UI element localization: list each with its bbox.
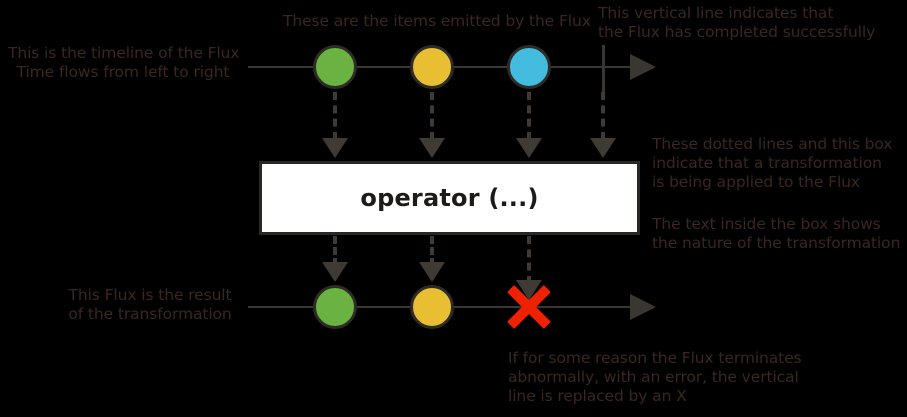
dotted-arrow-in-2-icon	[419, 138, 445, 158]
note-result-timeline: This Flux is the result of the transform…	[68, 286, 232, 323]
note-transformation: These dotted lines and this box indicate…	[652, 135, 893, 191]
dotted-arrow-out-2-icon	[419, 262, 445, 282]
note-box-text: The text inside the box shows the nature…	[652, 215, 901, 252]
error-x-icon	[506, 284, 552, 330]
dotted-arrow-in-1-icon	[322, 138, 348, 158]
dotted-line-out-2	[430, 236, 434, 266]
source-marble-blue[interactable]	[507, 45, 551, 89]
source-marble-green[interactable]	[313, 45, 357, 89]
note-completion: This vertical line indicates that the Fl…	[598, 4, 876, 41]
note-source-timeline: This is the timeline of the Flux Time fl…	[8, 44, 240, 81]
result-marble-green[interactable]	[313, 285, 357, 329]
result-marble-yellow[interactable]	[410, 285, 454, 329]
note-error: If for some reason the Flux terminates a…	[508, 349, 802, 405]
completion-line	[602, 45, 605, 92]
note-items-emitted: These are the items emitted by the Flux	[283, 12, 591, 30]
dotted-arrow-in-4-icon	[590, 138, 616, 158]
dotted-line-in-1	[333, 92, 337, 140]
dotted-line-out-3	[527, 236, 531, 284]
dotted-line-out-1	[333, 236, 337, 266]
dotted-line-in-3	[527, 92, 531, 140]
operator-box[interactable]: operator (...)	[259, 161, 640, 235]
dotted-line-in-4	[601, 92, 605, 140]
dotted-line-in-2	[430, 92, 434, 140]
dotted-arrow-in-3-icon	[516, 138, 542, 158]
source-marble-yellow[interactable]	[410, 45, 454, 89]
operator-label: operator (...)	[360, 184, 539, 212]
dotted-arrow-out-1-icon	[322, 262, 348, 282]
source-timeline-arrow-icon	[630, 54, 656, 80]
result-timeline-arrow-icon	[630, 294, 656, 320]
